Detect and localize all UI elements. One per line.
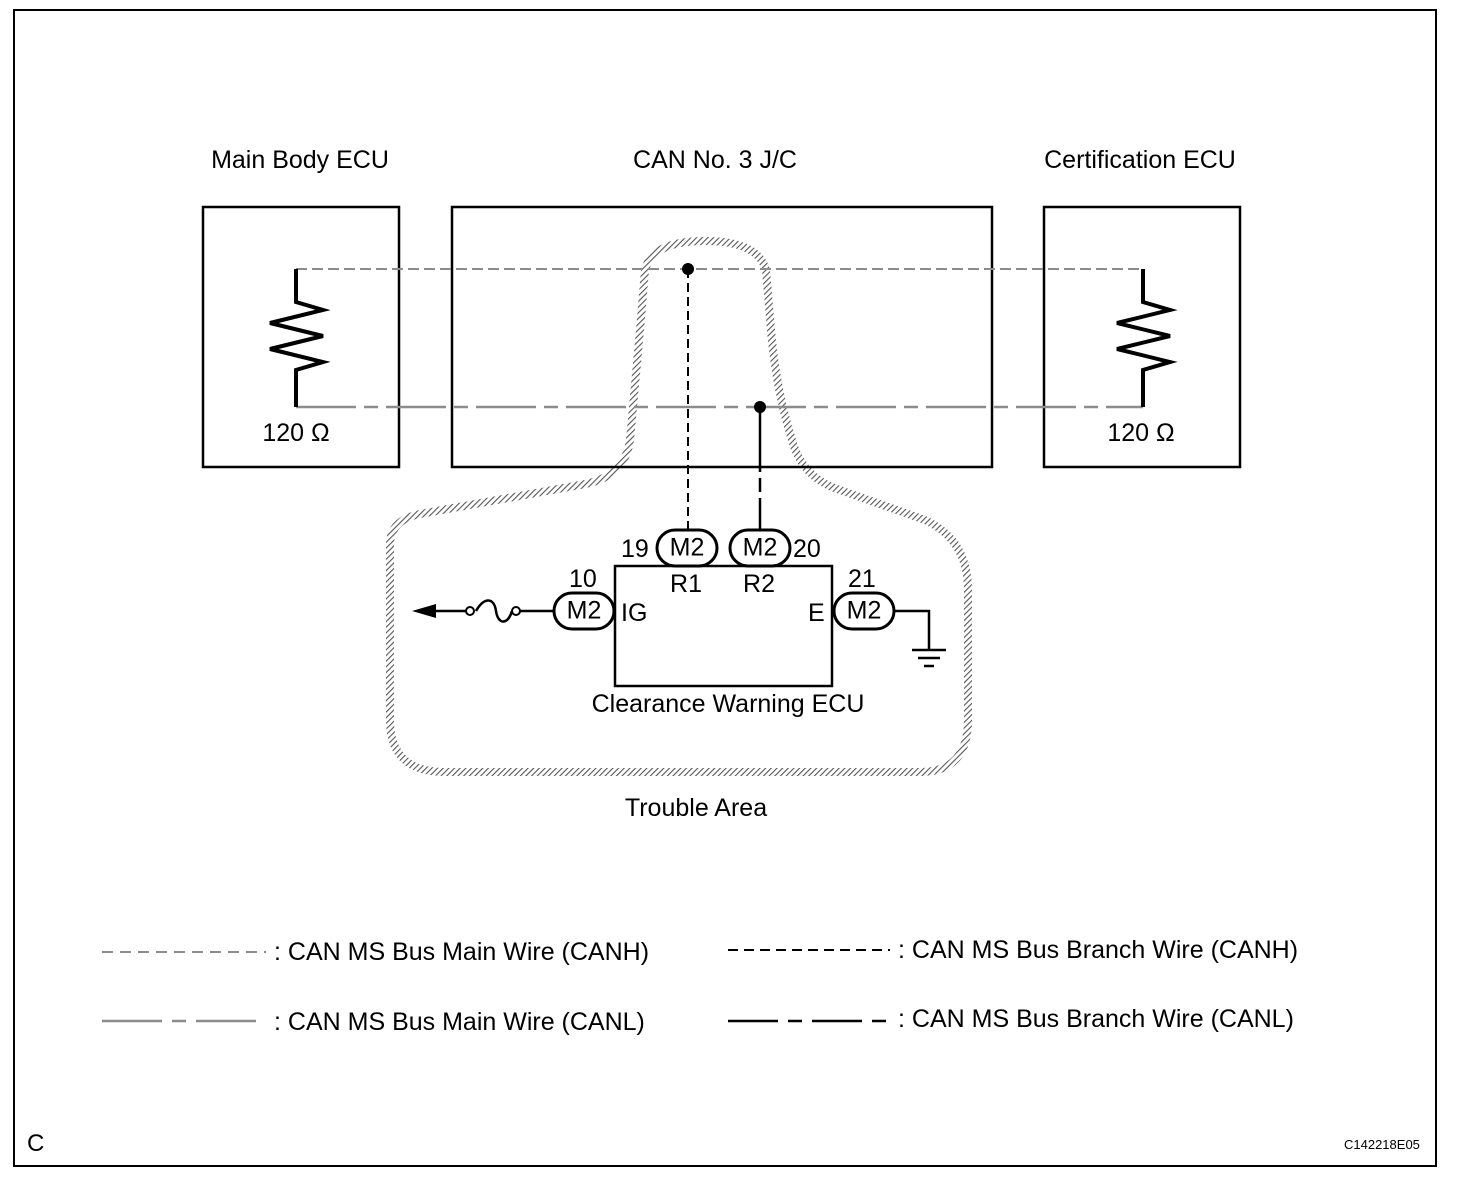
fuse-terminal (511, 606, 521, 616)
main-body-ecu-resistance: 120 Ω (262, 419, 330, 447)
fuse-icon (474, 599, 514, 623)
ground-icon (912, 648, 946, 668)
connector-label: M2 (566, 596, 602, 625)
figure-code: C142218E05 (1344, 1137, 1420, 1152)
clearance-warning-ecu-box (613, 564, 834, 688)
pin-number: 19 (621, 535, 649, 563)
legend-text-branch-canh: : CAN MS Bus Branch Wire (CANH) (898, 936, 1299, 964)
terminal-name: E (808, 599, 825, 627)
connector-m2-pin19 (655, 528, 719, 568)
corner-letter: C (27, 1130, 45, 1157)
arrow-left-icon (412, 604, 436, 618)
resistor-icon (1116, 269, 1178, 407)
resistor-icon (269, 269, 331, 407)
pin-number: 20 (793, 535, 821, 563)
trouble-area-label: Trouble Area (624, 794, 768, 822)
terminal-name: R1 (670, 570, 702, 598)
pin-number: 21 (848, 565, 876, 593)
connector-m2-pin20 (728, 528, 792, 568)
legend-text-branch-canl: : CAN MS Bus Branch Wire (CANL) (898, 1005, 1294, 1033)
figure-frame (13, 9, 1437, 1167)
clearance-warning-ecu-title: Clearance Warning ECU (591, 690, 865, 718)
certification-ecu-resistance: 120 Ω (1107, 419, 1175, 447)
connector-label: M2 (742, 533, 778, 562)
trouble-area-boundary (386, 236, 972, 776)
terminal-name: R2 (743, 570, 775, 598)
legend-text-main-canl: : CAN MS Bus Main Wire (CANL) (274, 1008, 645, 1036)
fuse-terminal (465, 606, 475, 616)
main-body-ecu-box (201, 205, 401, 469)
ground-wire (894, 609, 931, 649)
certification-ecu-title: Certification ECU (1044, 146, 1236, 174)
terminal-name: IG (621, 599, 648, 627)
connector-label: M2 (669, 533, 705, 562)
can-jc-box (450, 205, 994, 469)
main-body-ecu-title: Main Body ECU (211, 146, 389, 174)
can-jc-title: CAN No. 3 J/C (633, 146, 797, 174)
certification-ecu-box (1042, 205, 1242, 469)
legend-text-main-canh: : CAN MS Bus Main Wire (CANH) (274, 938, 650, 966)
pin-number: 10 (569, 565, 597, 593)
connector-label: M2 (846, 596, 882, 625)
